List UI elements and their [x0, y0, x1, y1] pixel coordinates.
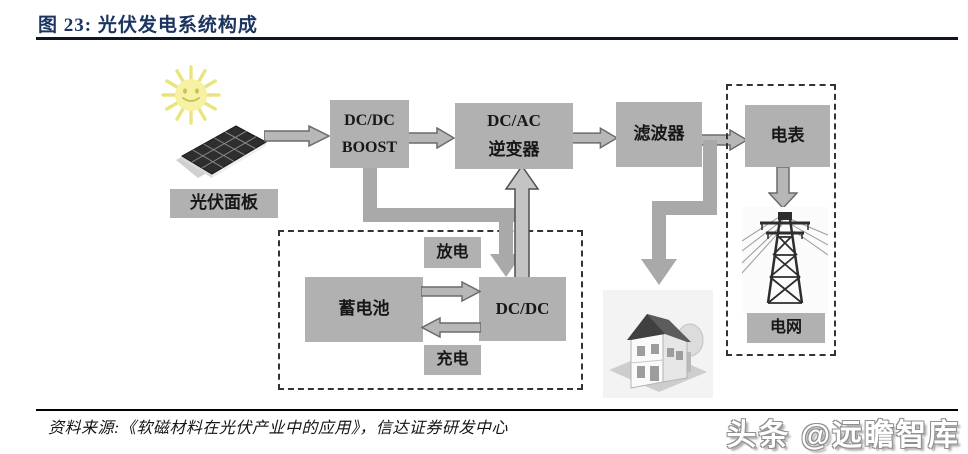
battery-dcdc-box: DC/DC	[479, 277, 566, 341]
house-icon	[603, 290, 713, 398]
filter-box: 滤波器	[616, 102, 702, 167]
inverter-line2: 逆变器	[488, 140, 540, 159]
meter-box: 电表	[745, 105, 830, 167]
battery-section-dashed-box	[278, 230, 583, 390]
arrow-boost-to-inverter	[407, 127, 455, 149]
arrowhead-to-house	[641, 259, 677, 285]
bus-horizontal-segment	[363, 208, 519, 222]
pv-panel-label-box: 光伏面板	[170, 189, 278, 218]
sun-icon	[161, 65, 221, 125]
boost-box: DC/DC BOOST	[330, 100, 409, 168]
watermark: 头条 @远瞻智库	[726, 419, 960, 452]
solar-panel-icon	[176, 125, 268, 178]
arrow-dcdc-to-battery	[421, 317, 481, 338]
arrow-battery-dcdc-to-inverter	[504, 165, 540, 279]
pv-panel-label: 光伏面板	[190, 193, 258, 213]
grid-label: 电网	[769, 319, 802, 337]
arrow-meter-to-grid	[768, 167, 798, 209]
arrow-battery-to-dcdc	[421, 281, 481, 302]
inverter-line1: DC/AC	[487, 111, 541, 131]
boost-line2: BOOST	[341, 139, 398, 156]
battery-box: 蓄电池	[305, 277, 423, 342]
figure-title: 图 23: 光伏发电系统构成	[38, 15, 258, 36]
source-note: 资料来源:《软磁材料在光伏产业中的应用》，信达证券研发中心	[48, 420, 508, 437]
title-rule	[36, 37, 958, 40]
filter-drop-vertical	[703, 140, 717, 215]
discharge-label-box: 放电	[424, 237, 481, 268]
house-drop-vertical	[652, 201, 666, 261]
battery-label: 蓄电池	[338, 299, 390, 319]
grid-section-dashed-box	[726, 84, 836, 356]
discharge-label: 放电	[436, 243, 469, 261]
arrow-bus-to-battery-dcdc	[490, 208, 522, 277]
filter-label: 滤波器	[633, 124, 685, 144]
battery-dcdc-label: DC/DC	[495, 298, 550, 318]
inverter-box: DC/AC 逆变器	[455, 103, 573, 169]
charge-label-box: 充电	[424, 345, 481, 375]
meter-label: 电表	[770, 125, 805, 145]
charge-label: 充电	[436, 351, 469, 369]
arrow-inverter-to-filter	[571, 127, 618, 149]
grid-label-box: 电网	[747, 313, 825, 343]
boost-line1: DC/DC	[344, 111, 395, 129]
transmission-tower-icon	[742, 207, 828, 314]
footer-rule	[36, 409, 958, 411]
filter-drop-horizontal	[652, 201, 717, 215]
arrow-panel-to-boost	[264, 125, 330, 147]
